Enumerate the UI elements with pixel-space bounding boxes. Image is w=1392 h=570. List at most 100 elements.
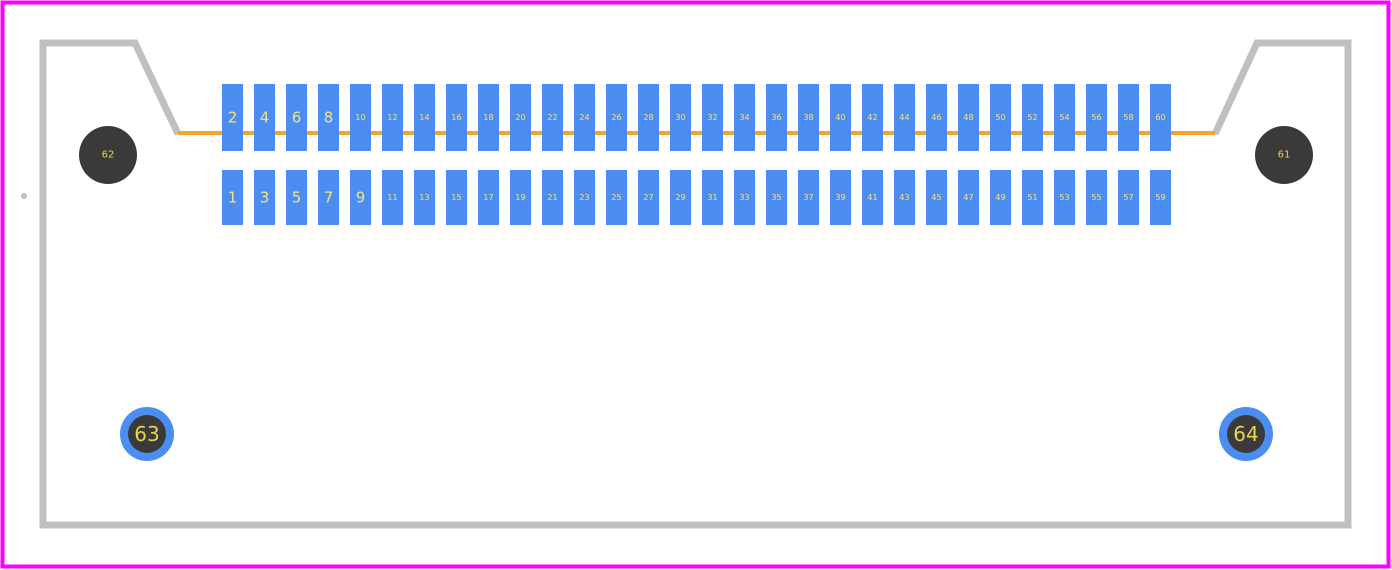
pad-21 xyxy=(542,170,563,225)
pad-2 xyxy=(222,84,243,151)
pad-label-2: 2 xyxy=(228,109,238,127)
pad-11 xyxy=(382,170,403,225)
pad-1 xyxy=(222,170,243,225)
pad-label-38: 38 xyxy=(803,113,813,122)
pad-label-59: 59 xyxy=(1155,193,1165,202)
pad-label-29: 29 xyxy=(675,193,685,202)
pad-label-37: 37 xyxy=(803,193,813,202)
pad-label-30: 30 xyxy=(675,113,685,122)
pad-label-58: 58 xyxy=(1123,113,1133,122)
pad-44 xyxy=(894,84,915,151)
pad-45 xyxy=(926,170,947,225)
pad-label-41: 41 xyxy=(867,193,877,202)
pad-label-35: 35 xyxy=(771,193,781,202)
pad-label-22: 22 xyxy=(547,113,557,122)
pad-32 xyxy=(702,84,723,151)
pad-27 xyxy=(638,170,659,225)
pad-label-15: 15 xyxy=(451,193,461,202)
pad-label-47: 47 xyxy=(963,193,973,202)
pad-label-26: 26 xyxy=(611,113,621,122)
origin-marker xyxy=(21,193,27,199)
pad-label-44: 44 xyxy=(899,113,909,122)
pad-label-20: 20 xyxy=(515,113,525,122)
pad-label-10: 10 xyxy=(355,113,365,122)
pad-13 xyxy=(414,170,435,225)
pad-23 xyxy=(574,170,595,225)
pad-12 xyxy=(382,84,403,151)
pad-19 xyxy=(510,170,531,225)
pad-22 xyxy=(542,84,563,151)
pad-47 xyxy=(958,170,979,225)
pad-6 xyxy=(286,84,307,151)
pad-label-18: 18 xyxy=(483,113,493,122)
pad-label-28: 28 xyxy=(643,113,653,122)
pad-label-43: 43 xyxy=(899,193,909,202)
pad-label-8: 8 xyxy=(324,109,334,127)
pad-9 xyxy=(350,170,371,225)
pad-label-57: 57 xyxy=(1123,193,1133,202)
pad-label-54: 54 xyxy=(1059,113,1069,122)
pad-label-60: 60 xyxy=(1155,113,1165,122)
pad-label-24: 24 xyxy=(579,113,589,122)
pad-label-39: 39 xyxy=(835,193,845,202)
pad-8 xyxy=(318,84,339,151)
hole-label-63: 63 xyxy=(134,422,159,446)
footprint-outline xyxy=(39,39,1352,529)
pad-35 xyxy=(766,170,787,225)
pad-17 xyxy=(478,170,499,225)
pad-53 xyxy=(1054,170,1075,225)
pad-51 xyxy=(1022,170,1043,225)
pad-5 xyxy=(286,170,307,225)
pad-label-3: 3 xyxy=(260,189,270,207)
pad-48 xyxy=(958,84,979,151)
pad-label-12: 12 xyxy=(387,113,397,122)
pad-28 xyxy=(638,84,659,151)
pad-label-17: 17 xyxy=(483,193,493,202)
pad-label-23: 23 xyxy=(579,193,589,202)
pad-49 xyxy=(990,170,1011,225)
pad-36 xyxy=(766,84,787,151)
pad-label-46: 46 xyxy=(931,113,941,122)
pad-label-9: 9 xyxy=(356,189,366,207)
pad-label-7: 7 xyxy=(324,189,334,207)
pad-label-45: 45 xyxy=(931,193,941,202)
pad-label-55: 55 xyxy=(1091,193,1101,202)
pad-41 xyxy=(862,170,883,225)
pad-16 xyxy=(446,84,467,151)
pad-14 xyxy=(414,84,435,151)
pad-label-53: 53 xyxy=(1059,193,1069,202)
pad-57 xyxy=(1118,170,1139,225)
pad-56 xyxy=(1086,84,1107,151)
pad-label-32: 32 xyxy=(707,113,717,122)
pad-3 xyxy=(254,170,275,225)
pad-label-1: 1 xyxy=(228,189,238,207)
pad-29 xyxy=(670,170,691,225)
mounting-hole-61: 61 xyxy=(1255,126,1313,184)
pad-42 xyxy=(862,84,883,151)
pad-label-27: 27 xyxy=(643,193,653,202)
pad-label-33: 33 xyxy=(739,193,749,202)
pad-55 xyxy=(1086,170,1107,225)
pad-label-14: 14 xyxy=(419,113,429,122)
pad-label-13: 13 xyxy=(419,193,429,202)
pad-50 xyxy=(990,84,1011,151)
pad-37 xyxy=(798,170,819,225)
hole-label-62: 62 xyxy=(102,150,115,161)
pad-10 xyxy=(350,84,371,151)
hole-label-61: 61 xyxy=(1278,150,1291,161)
pad-label-4: 4 xyxy=(260,109,270,127)
pad-label-50: 50 xyxy=(995,113,1005,122)
plated-hole-63: 63 xyxy=(120,407,174,461)
pad-label-6: 6 xyxy=(292,109,302,127)
pad-label-56: 56 xyxy=(1091,113,1101,122)
pad-label-16: 16 xyxy=(451,113,461,122)
pad-59 xyxy=(1150,170,1171,225)
pad-label-25: 25 xyxy=(611,193,621,202)
pad-label-52: 52 xyxy=(1027,113,1037,122)
plated-hole-64: 64 xyxy=(1219,407,1273,461)
pad-label-42: 42 xyxy=(867,113,877,122)
pad-7 xyxy=(318,170,339,225)
